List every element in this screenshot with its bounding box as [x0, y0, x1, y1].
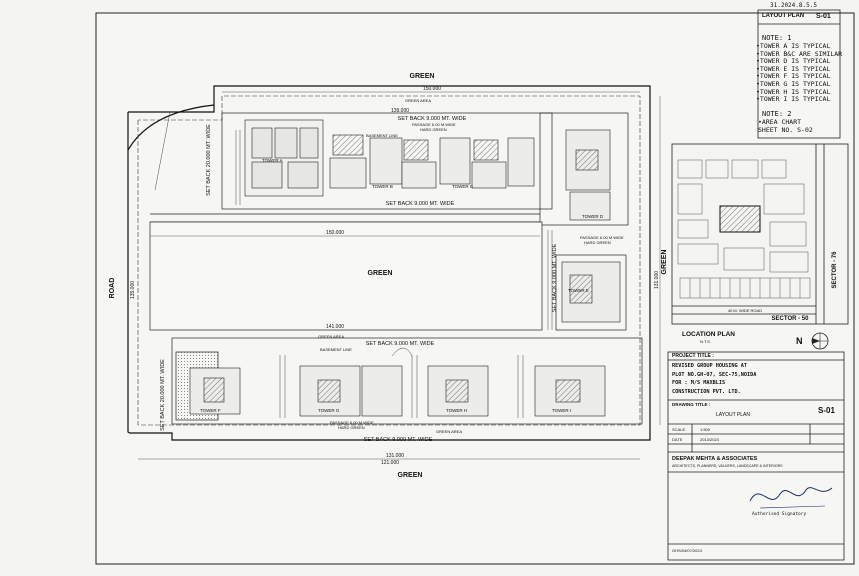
note-1-item: •TOWER B&C ARE SIMILAR — [756, 49, 843, 58]
project-line: CONSTRUCTION PVT. LTD. — [672, 388, 741, 395]
setback-mid-text: SET BACK 9.000 MT. WIDE — [366, 341, 435, 347]
sheet-number: S-01 — [818, 406, 835, 415]
date-value: 2013/2024 — [700, 437, 719, 442]
project-line: REVISED GROUP HOUSING AT — [672, 363, 747, 369]
passage-top: PASSAGE 6.00 M WIDE — [412, 122, 456, 127]
basement-line-top: BASEMENT LINE — [366, 133, 398, 138]
note-1-item: •TOWER A IS TYPICAL — [756, 42, 831, 50]
basement-line-bottom: BASEMENT LINE — [320, 347, 352, 352]
green-right-label: GREEN — [661, 250, 668, 275]
notes-2-heading: NOTE: 2 — [762, 110, 792, 118]
scale-label: SCALE — [672, 427, 686, 432]
hard-green-top: HARD GREEN — [420, 127, 447, 132]
north-label: N — [796, 336, 803, 346]
sector-right-label: SECTOR - 76 — [832, 251, 838, 289]
tower-label-d: TOWER D — [582, 214, 604, 219]
signature-image — [749, 487, 833, 509]
dimension-lines — [138, 91, 661, 460]
notes-1-heading: NOTE: 1 — [762, 34, 792, 42]
tower-label-b: TOWER B — [372, 184, 393, 189]
notes-1-list: •TOWER A IS TYPICAL •TOWER B&C ARE SIMIL… — [756, 42, 843, 104]
dim-bottom2: 121.000 — [381, 460, 399, 466]
project-title-heading: PROJECT TITLE : — [672, 353, 714, 359]
project-title-lines: REVISED GROUP HOUSING AT PLOT NO.GH-07, … — [672, 362, 756, 396]
dim-mid2: 141.000 — [326, 324, 344, 330]
note-1-item: •TOWER E IS TYPICAL — [756, 64, 831, 73]
project-line: FOR : M/S MAXBLIS — [672, 380, 726, 386]
tower-cluster-right — [561, 261, 621, 323]
note-1-item: •TOWER F IS TYPICAL — [756, 72, 831, 81]
sector-bottom-label: SECTOR - 50 — [772, 316, 810, 322]
green-area-top: GREEN AREA — [405, 98, 431, 103]
north-arrow-icon — [811, 332, 829, 350]
location-plan-map — [671, 143, 849, 325]
green-top-label: GREEN — [410, 73, 435, 80]
setback-top-lower-text: SET BACK 9.000 MT. WIDE — [386, 201, 455, 207]
tower-label-f: TOWER F — [200, 408, 221, 413]
tower-label-g: TOWER G — [318, 408, 340, 413]
top-plan-name: LAYOUT PLAN — [762, 13, 805, 19]
tower-label-i: TOWER I — [552, 408, 571, 413]
top-sheet-number: S-01 — [816, 13, 831, 20]
footer-code: GHS/04/07/2024 — [672, 548, 702, 553]
setback-right-text: SET BACK 9.000 MT. WIDE — [552, 243, 558, 312]
setback-top-text: SET BACK 9.000 MT. WIDE — [398, 116, 467, 122]
notes-2-list: •AREA CHART SHEET NO. S-02 — [758, 118, 813, 134]
dim-right: 131.000 — [654, 271, 660, 289]
scale-value: 1:500 — [700, 427, 711, 432]
project-line: PLOT NO.GH-07, SEC-75,NOIDA — [672, 371, 757, 378]
dim-mid: 150.000 — [326, 230, 344, 236]
road-label: ROAD — [109, 278, 116, 299]
dim-top: 150.000 — [423, 86, 441, 92]
passage-lines — [154, 111, 553, 418]
note-2-item: •AREA CHART — [758, 118, 802, 126]
firm-sub: ARCHITECTS, PLANNERS, VALUERS, LANDSCAPE… — [672, 464, 783, 468]
hard-green-bottom: HARD GREEN — [338, 425, 365, 430]
passage-right: PASSAGE 6.00 M WIDE — [580, 235, 624, 240]
note-1-item: •TOWER G IS TYPICAL — [756, 79, 831, 88]
tower-label-c: TOWER C — [452, 184, 474, 189]
signature-caption: Authorised Signatory — [752, 512, 807, 517]
date-label: DATE — [672, 437, 683, 442]
green-middle-label: GREEN — [368, 270, 393, 277]
setback-left-text: SET BACK 20.000 MT. WIDE — [206, 124, 212, 196]
note-1-item: •TOWER I IS TYPICAL — [756, 95, 831, 104]
location-plan-title: LOCATION PLAN — [682, 331, 735, 338]
setback-left-lower-text: SET BACK 20.000 MT. WIDE — [160, 359, 166, 431]
tower-cluster-top — [244, 119, 611, 221]
hard-green-right: HARD GREEN — [584, 240, 611, 245]
note-1-item: •TOWER H IS TYPICAL — [756, 87, 831, 96]
location-plan-scale: N.T.S. — [700, 339, 711, 344]
green-area-mid: GREEN AREA — [318, 334, 344, 339]
tower-label-e: TOWER E — [568, 288, 589, 293]
drawing-title-value: LAYOUT PLAN — [716, 412, 750, 418]
top-block — [149, 112, 629, 331]
green-bottom-label: GREEN — [398, 472, 423, 479]
passage-bottom: PASSAGE 6.00 M WIDE — [330, 420, 374, 425]
tower-label-h: TOWER H — [446, 408, 467, 413]
firm-name: DEEPAK MEHTA & ASSOCIATES — [672, 456, 758, 462]
title-block-frame — [667, 9, 845, 561]
drawing-title-label: DRAWING TITLE : — [672, 402, 711, 407]
dim-top-inner: 139.000 — [391, 108, 409, 114]
note-2-item: SHEET NO. S-02 — [758, 125, 813, 134]
green-area-bottom: GREEN AREA — [436, 429, 462, 434]
stamp-date: 31.2024.8.5.5 — [770, 2, 817, 9]
setback-bottom-text: SET BACK 9.000 MT. WIDE — [364, 437, 433, 443]
dim-bottom: 131.000 — [386, 453, 404, 459]
tower-cluster-bottom — [189, 365, 606, 417]
dim-left: 135.000 — [130, 281, 136, 299]
tower-label-a: TOWER A — [262, 158, 283, 163]
note-1-item: •TOWER D IS TYPICAL — [756, 57, 831, 66]
road-40m-label: 40 M. WIDE ROAD — [728, 308, 762, 313]
